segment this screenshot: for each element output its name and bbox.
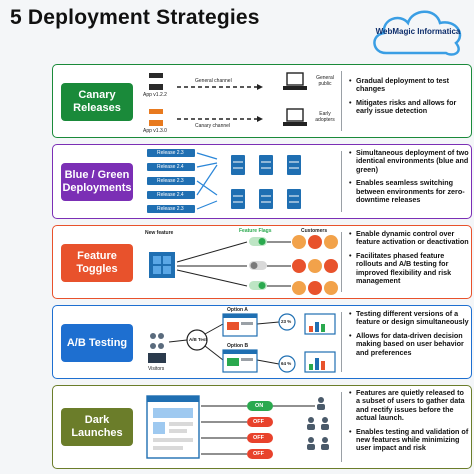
customer-avatars: [292, 235, 338, 295]
off-label: OFF: [253, 435, 264, 441]
early-adopters-label: Early adopters: [315, 111, 335, 123]
canary-channel-label: Canary channel: [195, 123, 231, 129]
dark-diagram: [146, 395, 329, 459]
browser-window-icon: [146, 395, 200, 459]
users-icon: [307, 397, 329, 450]
bluegreen-label: Blue / Green Deployments: [61, 163, 133, 201]
release-label: Release 2.3: [157, 150, 184, 156]
release-box: [147, 149, 195, 157]
pct-b-value: 64 %: [281, 361, 292, 366]
canary-diagram: [149, 72, 307, 126]
bullet-item: •Allows for data-driven decision making …: [349, 330, 464, 357]
page-title: 5 Deployment Strategies: [10, 6, 260, 29]
feature-diagram: [149, 235, 338, 295]
release-label: Release 2.4: [157, 164, 184, 170]
option-a-label: Option A: [227, 307, 248, 313]
bluegreen-section: Blue / Green Deployments: [52, 144, 472, 219]
bullet-item: •Enable dynamic control over feature act…: [349, 229, 469, 247]
feature-section: Feature Toggles: [52, 225, 472, 299]
ab-divider: [341, 312, 342, 372]
toggle-off-pill: [247, 449, 273, 459]
app-version-old: App v1.2.2: [143, 92, 167, 98]
ab-bullets: •Testing different versions of a feature…: [349, 309, 469, 362]
visitors-label: Visitors: [148, 366, 165, 372]
ab-illustration: A/B Test Visitors Option A Option B 23 %…: [139, 306, 341, 378]
brand-name: WebMagic Informatica: [375, 27, 461, 36]
on-label: ON: [255, 403, 264, 409]
general-channel-label: General channel: [195, 78, 232, 84]
bluegreen-diagram: [147, 149, 301, 213]
toggle-off-pill: [247, 417, 273, 427]
brand-cloud-logo: WebMagic Informatica: [368, 3, 468, 59]
dark-divider: [341, 392, 342, 462]
file-ext-old: TAR: [150, 79, 158, 84]
release-box: [147, 191, 195, 199]
bullet-item: •Gradual deployment to test changes: [349, 76, 450, 94]
computer-icon-public: [283, 72, 307, 90]
pct-a-value: 23 %: [281, 319, 292, 324]
file-icon-new: [149, 109, 163, 126]
ab-section: A/B Testing: [52, 305, 472, 379]
off-label: OFF: [253, 419, 264, 425]
feature-label: Feature Toggles: [61, 244, 133, 282]
pct-a-circle: [278, 313, 296, 331]
bullet-item: •Testing different versions of a feature…: [349, 309, 469, 327]
canary-illustration: TAR TAR App v1.2.2 App v1.3.0 General ch…: [139, 65, 341, 137]
release-box: [147, 205, 195, 213]
dark-label: Dark Launches: [61, 408, 133, 446]
option-b-window: [222, 349, 258, 373]
feature-divider: [341, 232, 342, 292]
cube-icon: [149, 252, 175, 278]
canary-bullets: •Gradual deployment to test changes •Mit…: [349, 76, 469, 121]
dark-bullets: •Features are quietly released to a subs…: [349, 388, 469, 458]
dark-section: Dark Launches: [52, 385, 472, 469]
visitors-icon: [148, 333, 166, 363]
option-b-label: Option B: [227, 343, 249, 349]
bluegreen-divider: [341, 151, 342, 212]
server-icon-grid: [231, 155, 301, 209]
option-a-window: [222, 313, 258, 337]
bullet-item: •Facilitates phased feature rollouts and…: [349, 250, 452, 286]
toggle-on-pill: [247, 401, 273, 411]
feature-illustration: New feature Feature Flags Customers: [139, 226, 341, 298]
cloud-icon: [373, 10, 462, 56]
general-public-label: General public: [316, 75, 334, 87]
bullet-item: •Mitigates risks and allows for early is…: [349, 97, 457, 116]
ab-diagram: [148, 313, 336, 373]
release-label: Release 2.3: [157, 206, 184, 212]
new-feature-label: New feature: [145, 230, 174, 236]
bullet-item: •Enables testing and validation of new f…: [349, 426, 469, 453]
bullet-item: •Enables seamless switching between envi…: [349, 178, 465, 205]
canary-divider: [341, 71, 342, 131]
chart-icon-a: [304, 313, 336, 335]
ab-hub-label: A/B Test: [189, 337, 207, 342]
feature-flags-label: Feature Flags: [239, 228, 272, 234]
dark-illustration: ON OFF OFF OFF: [139, 386, 341, 468]
bluegreen-bullets: •Simultaneous deployment of two identica…: [349, 148, 469, 209]
chart-icon-b: [304, 351, 336, 373]
toggle-off-pill: [247, 433, 273, 443]
bluegreen-illustration: Release 2.3 Release 2.4 Release 2.3 Rele…: [139, 145, 341, 218]
ab-label: A/B Testing: [61, 324, 133, 362]
computer-icon-early: [283, 108, 307, 126]
release-label: Release 2.3: [157, 178, 184, 184]
release-box: [147, 163, 195, 171]
canary-section: Canary Releases: [52, 64, 472, 138]
bullet-item: •Simultaneous deployment of two identica…: [349, 148, 469, 174]
pct-b-circle: [278, 355, 296, 373]
feature-bullets: •Enable dynamic control over feature act…: [349, 229, 469, 290]
bullet-item: •Features are quietly released to a subs…: [349, 388, 465, 423]
app-version-new: App v1.3.0: [143, 128, 167, 134]
canary-label: Canary Releases: [61, 83, 133, 121]
release-box: [147, 177, 195, 185]
release-label: Release 2.4: [157, 192, 184, 198]
off-label: OFF: [253, 451, 264, 457]
file-icon-old: [149, 73, 163, 90]
file-ext-new: TAR: [150, 115, 158, 120]
customers-label: Customers: [301, 228, 328, 234]
